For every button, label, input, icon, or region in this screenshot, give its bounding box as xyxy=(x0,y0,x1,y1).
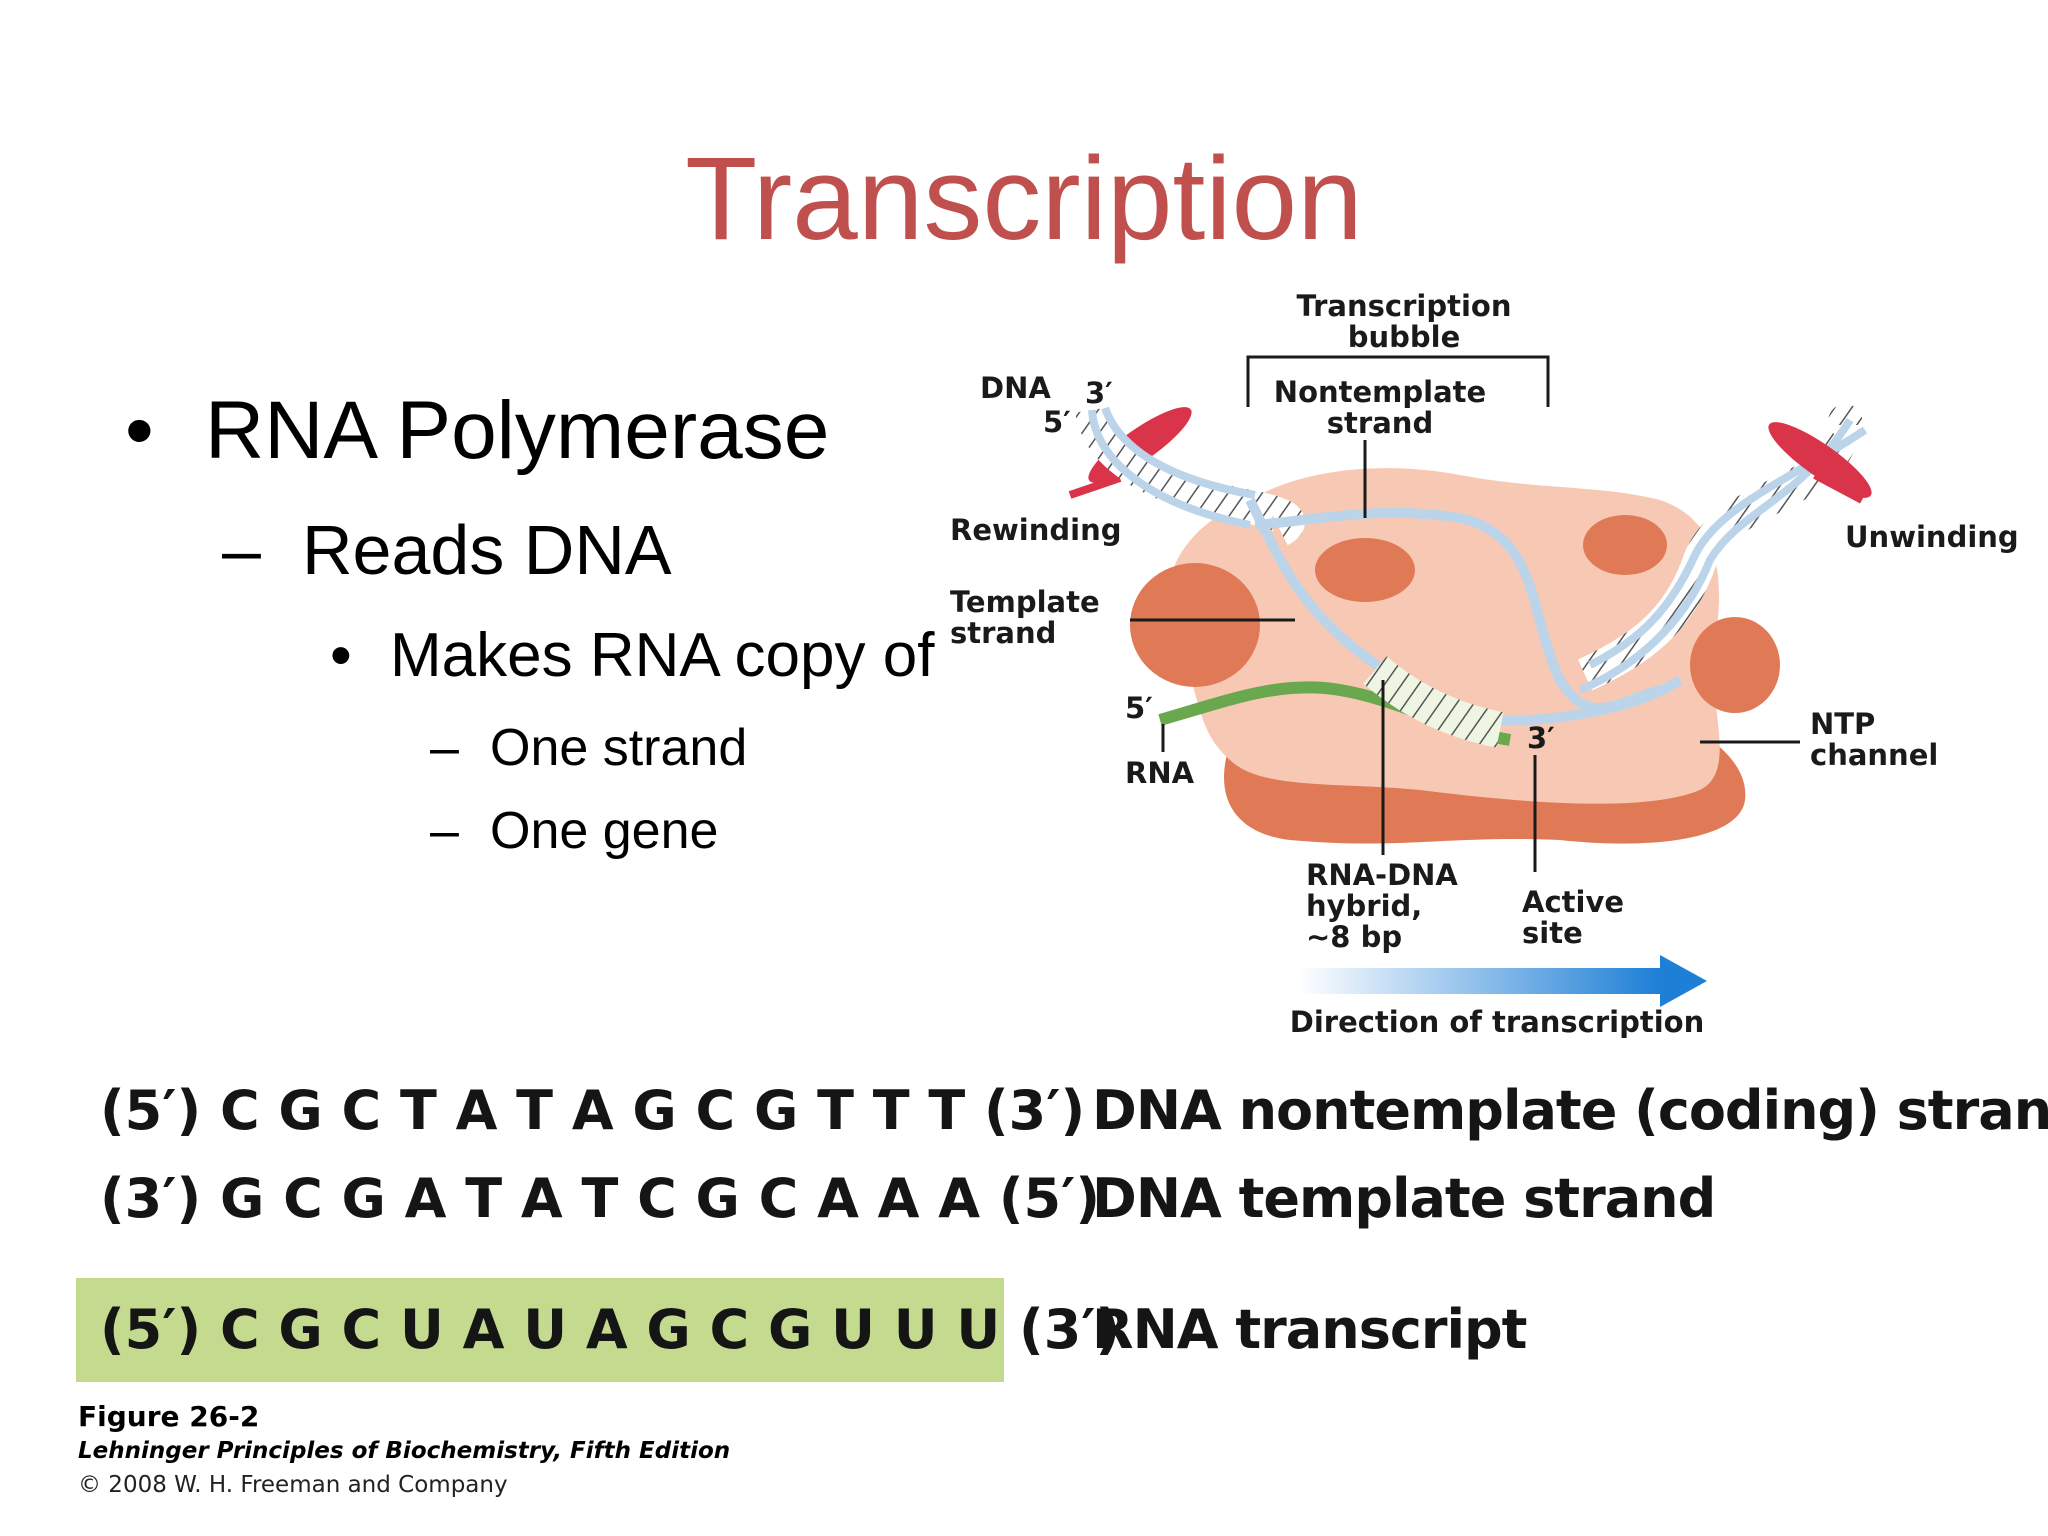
ntp-label-line2: channel xyxy=(1810,738,1938,772)
unwinding-clamp xyxy=(1768,422,1872,498)
unwinding-arrow xyxy=(1813,471,1864,504)
bubble-bracket xyxy=(1246,355,1550,407)
bullet-rna-polymerase: •RNA Polymerase xyxy=(125,390,829,472)
polymerase-left-lobe xyxy=(1130,563,1260,687)
bullet-makes-rna-copy: •Makes RNA copy of xyxy=(330,625,934,687)
nontemplate-sequence: (5′) C G C T A T A G C G T T T (3′) xyxy=(100,1079,1086,1142)
dna-backbone-left-a xyxy=(1088,409,1251,529)
rna-transcript-highlight xyxy=(76,1278,1004,1382)
rna-5prime-label: 5′ xyxy=(1125,691,1153,725)
direction-arrow-shaft xyxy=(1298,968,1660,994)
bubble-label-line2: bubble xyxy=(1348,320,1461,354)
bullet-marker: • xyxy=(330,621,352,690)
ntp-label-line1: NTP xyxy=(1810,707,1875,741)
template-label-line2: strand xyxy=(950,616,1056,650)
rna-label: RNA xyxy=(1125,756,1195,790)
bullet-text: RNA Polymerase xyxy=(205,385,830,476)
dna-backbone-left-b xyxy=(1101,406,1256,499)
polymerase-right-lobe xyxy=(1690,617,1780,713)
dna-backbone-right-a xyxy=(1578,417,1854,694)
bubble-label-line1: Transcription xyxy=(1297,289,1512,323)
polymerase-inner-lobe xyxy=(1315,538,1415,602)
nontemplate-label-line2: strand xyxy=(1327,406,1433,440)
figure-source: Lehninger Principles of Biochemistry, Fi… xyxy=(78,1438,731,1464)
polymerase-body xyxy=(1166,468,1720,804)
figure-copyright: © 2008 W. H. Freeman and Company xyxy=(78,1472,508,1498)
bullet-text: Makes RNA copy of xyxy=(390,621,935,690)
dna-label: DNA xyxy=(980,371,1051,405)
rna-3prime-label: 3′ xyxy=(1527,721,1555,755)
polymerase-top-lobe xyxy=(1583,515,1667,575)
rewinding-arrow xyxy=(1068,474,1122,499)
direction-arrow-head xyxy=(1660,955,1707,1007)
template-sequence-label: DNA template strand xyxy=(1092,1167,1716,1230)
nontemplate-label-line1: Nontemplate xyxy=(1274,375,1486,409)
bullet-marker: • xyxy=(125,385,154,476)
figure-number: Figure 26-2 xyxy=(78,1400,260,1433)
nontemplate-sequence-label: DNA nontemplate (coding) strand xyxy=(1092,1079,2048,1142)
bullet-one-gene: –One gene xyxy=(430,805,718,857)
slide-title: Transcription xyxy=(685,133,1363,265)
dna-3prime-label: 3′ xyxy=(1085,376,1113,410)
hybrid-label-line3: ~8 bp xyxy=(1306,920,1402,954)
bullet-text: One gene xyxy=(490,802,719,860)
dna-5prime-label: 5′ xyxy=(1043,405,1071,439)
dna-backbone-right-b xyxy=(1588,426,1868,669)
direction-label: Direction of transcription xyxy=(1290,1005,1704,1039)
unwinding-label: Unwinding xyxy=(1845,520,2019,554)
bullet-one-strand: –One strand xyxy=(430,722,747,774)
hybrid-label-line1: RNA-DNA xyxy=(1306,858,1458,892)
rewinding-label: Rewinding xyxy=(950,513,1121,547)
rna-sequence-label: RNA transcript xyxy=(1092,1298,1527,1361)
template-sequence: (3′) G C G A T A T C G C A A A (5′) xyxy=(100,1167,1101,1230)
dash-marker: – xyxy=(430,802,459,860)
dash-marker: – xyxy=(430,719,459,777)
bullet-text: Reads DNA xyxy=(302,511,672,589)
rna-dna-hybrid xyxy=(1363,656,1504,748)
template-label-line1: Template xyxy=(950,585,1100,619)
hybrid-label-line2: hybrid, xyxy=(1306,889,1422,923)
bullet-reads-dna: –Reads DNA xyxy=(222,515,672,585)
active-site-label-line1: Active xyxy=(1522,885,1624,919)
dash-marker: – xyxy=(222,511,261,589)
rna-sequence: (5′) C G C U A U A G C G U U U (3′) xyxy=(100,1298,1121,1361)
bullet-text: One strand xyxy=(490,719,748,777)
active-site-label-line2: site xyxy=(1522,916,1583,950)
